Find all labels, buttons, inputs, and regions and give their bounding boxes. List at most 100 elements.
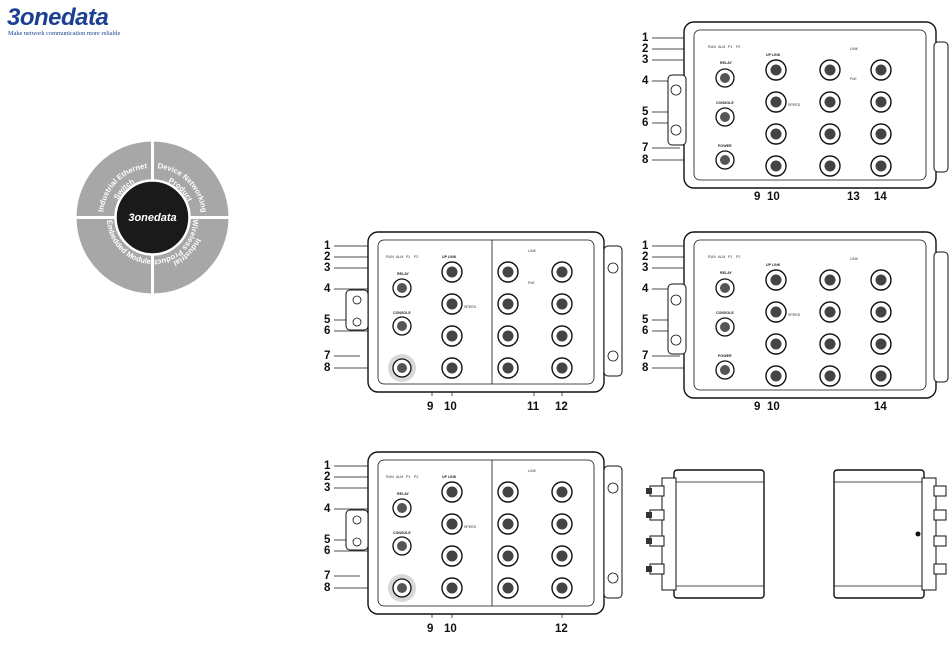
- callout: 4: [324, 503, 331, 515]
- speed-label: SPEED: [788, 103, 801, 107]
- led-p2-label: P2: [736, 45, 740, 49]
- callouts-bottom: 9 10 14: [754, 401, 887, 413]
- callout: 2: [642, 251, 648, 263]
- callout: 7: [642, 350, 648, 362]
- led-alm-label: ALM: [396, 255, 403, 259]
- callout: 6: [642, 117, 648, 129]
- mount-hole-icon: [670, 84, 682, 96]
- callouts-bottom: 9 10 13 14: [754, 191, 887, 203]
- port-grid: [765, 59, 892, 177]
- callouts-left: 1 2 3 4 5 6 7 8: [642, 32, 649, 166]
- speed-label: SPEED: [464, 305, 477, 309]
- callout: 10: [444, 401, 457, 413]
- relay-label: RELAY: [397, 272, 409, 276]
- callout: 3: [642, 54, 648, 66]
- poe-label: PoE: [850, 77, 857, 81]
- callout: 2: [642, 43, 648, 55]
- power-label: POWER: [718, 144, 732, 148]
- callout: 8: [642, 154, 649, 166]
- callout: 3: [324, 482, 330, 494]
- side-connector-icon: [646, 485, 665, 575]
- callout: 10: [444, 623, 457, 635]
- led-p2-label: P2: [414, 475, 418, 479]
- switch-outline: [345, 451, 623, 615]
- ground-icon: [352, 537, 362, 547]
- side-view-left: [646, 469, 765, 599]
- uplink-label: UP LINK: [766, 263, 781, 267]
- callout: 12: [555, 401, 568, 413]
- speed-label: SPEED: [464, 525, 477, 529]
- led-alm-label: ALM: [718, 45, 725, 49]
- panel-diagram-middle-right: 1 2 3 4 5 6 7 8: [642, 231, 949, 413]
- side-connector-icon: [933, 485, 947, 575]
- callout: 5: [642, 106, 649, 118]
- callout: 4: [642, 283, 649, 295]
- callout: 4: [642, 75, 649, 87]
- callout: 5: [324, 534, 331, 546]
- relay-label: RELAY: [720, 61, 732, 65]
- callout: 9: [754, 191, 760, 203]
- port-grid: [441, 481, 573, 599]
- link-label: LINK: [528, 249, 537, 253]
- callouts-left: 1 2 3 4 5 6 7 8: [324, 460, 331, 594]
- callout: 7: [324, 350, 330, 362]
- callout: 10: [767, 401, 780, 413]
- callout: 7: [642, 142, 648, 154]
- mount-hole-icon: [607, 482, 619, 494]
- callouts-left: 1 2 3 4 5 6 7 8: [324, 240, 331, 374]
- switch-outline: [345, 231, 623, 393]
- console-label: CONSOLE: [716, 101, 734, 105]
- led-run-label: RUN: [386, 475, 394, 479]
- link-label: LINK: [528, 469, 537, 473]
- callout: 12: [555, 623, 568, 635]
- callout: 9: [427, 401, 433, 413]
- callout: 14: [874, 191, 887, 203]
- callout: 3: [324, 262, 330, 274]
- panel-diagram-middle-left: 1 2 3 4 5 6 7 8: [324, 231, 623, 413]
- mount-hole-icon: [607, 262, 619, 274]
- uplink-label: UP LINK: [442, 475, 457, 479]
- mount-hole-icon: [670, 334, 682, 346]
- led-p2-label: P2: [736, 255, 740, 259]
- ground-icon: [352, 295, 362, 305]
- screw-icon: [915, 531, 921, 537]
- callout: 9: [427, 623, 433, 635]
- callouts-bottom: 9 10 11 12: [427, 401, 568, 413]
- callout: 8: [642, 362, 649, 374]
- port-grid: [765, 269, 892, 387]
- product-category-wheel: 3onedata Industrial Ethernet Switch Devi…: [75, 140, 230, 295]
- wheel-center-label: 3onedata: [128, 212, 176, 224]
- system-ports: [715, 68, 735, 170]
- led-alm-label: ALM: [396, 475, 403, 479]
- callout: 2: [324, 471, 330, 483]
- wheel-center: [114, 179, 191, 256]
- side-view-right: [833, 469, 947, 599]
- callout: 13: [847, 191, 860, 203]
- system-ports: [388, 278, 416, 382]
- callout: 7: [324, 570, 330, 582]
- panel-diagram-bottom-left: 1 2 3 4 5 6 7 8: [324, 451, 623, 635]
- relay-label: RELAY: [397, 492, 409, 496]
- led-alm-label: ALM: [718, 255, 725, 259]
- callout: 14: [874, 401, 887, 413]
- console-label: CONSOLE: [393, 311, 411, 315]
- link-label: LINK: [850, 47, 859, 51]
- brand-name: 3onedata: [7, 4, 109, 31]
- led-run-label: RUN: [386, 255, 394, 259]
- led-p1-label: P1: [728, 45, 732, 49]
- mount-hole-icon: [607, 572, 619, 584]
- led-run-label: RUN: [708, 255, 716, 259]
- console-label: CONSOLE: [716, 311, 734, 315]
- callout: 1: [324, 460, 331, 472]
- uplink-label: UP LINK: [442, 255, 457, 259]
- callout: 6: [324, 325, 330, 337]
- mount-hole-icon: [670, 124, 682, 136]
- system-ports: [388, 498, 416, 602]
- callout: 5: [642, 314, 649, 326]
- poe-label: PoE: [528, 281, 535, 285]
- callout: 1: [642, 240, 649, 252]
- system-ports: [715, 278, 735, 380]
- brand-logo: 3onedata Make network communication more…: [7, 6, 120, 38]
- uplink-label: UP LINK: [766, 53, 781, 57]
- callout: 2: [324, 251, 330, 263]
